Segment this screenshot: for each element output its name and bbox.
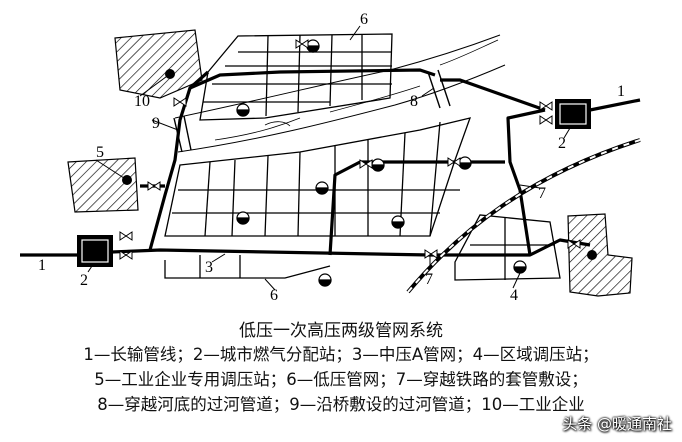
label-7-bottom: 7 <box>425 271 433 288</box>
medium-pressure-a-network <box>20 68 641 257</box>
caption-legend-line-3: 8—穿越河底的过河管道；9—沿桥敷设的过河管道；10—工业企业 <box>97 395 585 414</box>
label-9: 9 <box>152 115 160 132</box>
label-5: 5 <box>96 144 104 161</box>
caption-legend-line-1: 1—长输管线；2—城市燃气分配站；3—中压A管网；4—区域调压站； <box>83 345 599 364</box>
label-2-right: 2 <box>558 135 566 152</box>
low-pressure-grid-right <box>454 214 561 281</box>
industrial-area-right <box>567 213 633 297</box>
label-2-left: 2 <box>80 272 88 289</box>
river-crossing-8 <box>427 69 451 109</box>
industrial-area-5 <box>67 157 139 213</box>
bridge-crossing-9 <box>173 115 192 153</box>
caption-legend-line-2: 5—工业企业专用调压站；6—低压管网；7—穿越铁路的套管敷设； <box>94 370 588 389</box>
leader-lines <box>87 25 571 291</box>
label-6-top: 6 <box>360 11 368 28</box>
industrial-area-10 <box>114 29 203 99</box>
industrial-regulator-right <box>587 250 597 260</box>
distribution-station-2-right <box>555 99 591 129</box>
low-pressure-grid-lower <box>164 255 331 279</box>
gas-network-diagram: 1 2 1 2 3 4 5 6 6 7 7 8 9 10 <box>20 11 641 304</box>
watermark: 头条 @暖通南社 <box>562 415 672 433</box>
figure-caption: 低压一次高压两级管网系统 1—长输管线；2—城市燃气分配站；3—中压A管网；4—… <box>0 318 682 417</box>
low-pressure-grid-middle <box>164 117 472 237</box>
label-6-bottom: 6 <box>270 287 278 304</box>
label-8: 8 <box>410 93 418 110</box>
label-7-top: 7 <box>538 185 546 202</box>
label-1-left: 1 <box>38 257 46 274</box>
label-10: 10 <box>134 93 150 110</box>
label-4: 4 <box>510 287 518 304</box>
label-1-right: 1 <box>617 83 625 100</box>
regulator-icons <box>236 39 527 287</box>
distribution-station-2-left <box>77 235 113 267</box>
caption-title: 低压一次高压两级管网系统 <box>239 321 443 341</box>
railway <box>406 138 641 294</box>
valve-icons <box>119 39 581 260</box>
label-3: 3 <box>205 259 213 276</box>
